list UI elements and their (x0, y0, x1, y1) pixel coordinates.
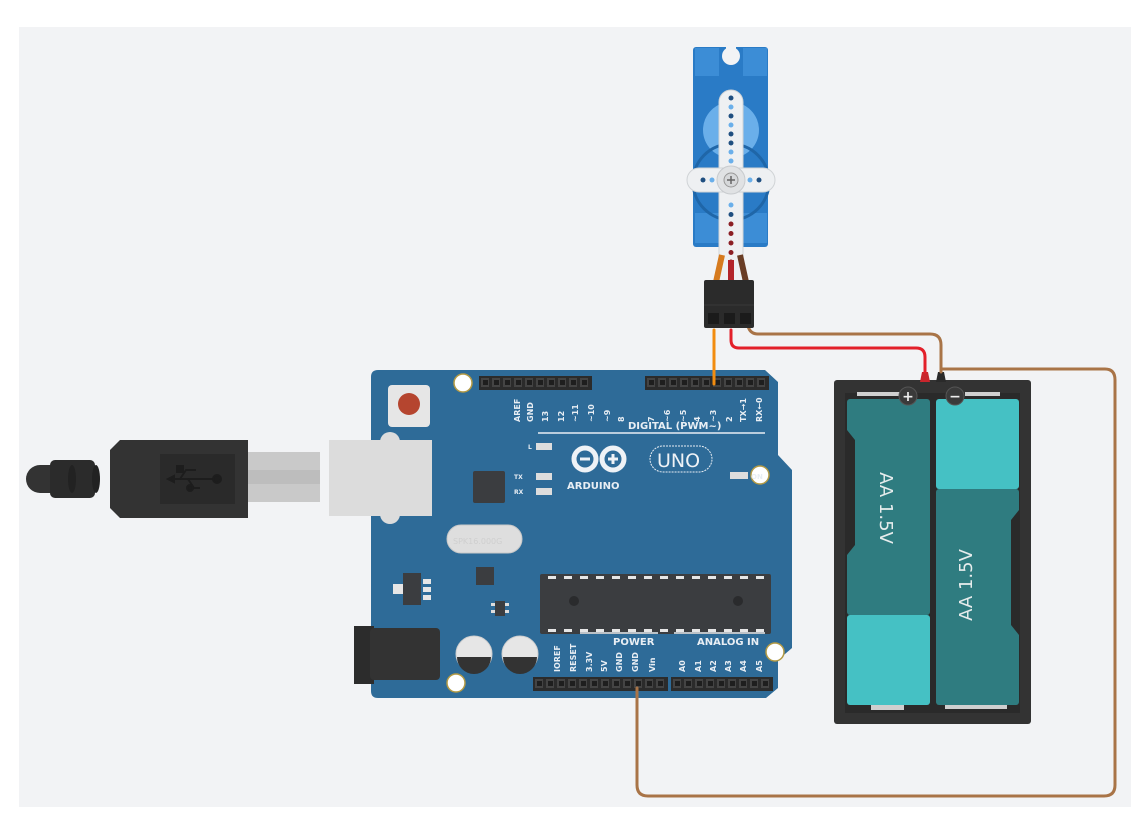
small-chip (476, 567, 494, 585)
uno-model-text: UNO (657, 450, 700, 472)
digital-pin-label: ~6 (663, 409, 672, 422)
digital-pin-label: ~5 (679, 409, 688, 422)
led-on (730, 472, 748, 479)
battery-cell-label: AA 1.5V (956, 548, 977, 620)
digital-pin-label: 2 (725, 416, 734, 422)
digital-pin-label: 8 (617, 416, 626, 422)
digital-pin-label: TX→1 (739, 398, 748, 422)
digital-pin-label: ~9 (603, 409, 612, 422)
minus-icon: − (949, 389, 961, 405)
led-rx (536, 488, 552, 495)
digital-pin-label: RX←0 (755, 397, 764, 422)
power-pin-label: 3.3V (585, 651, 594, 672)
battery-cell (936, 399, 1019, 489)
servo-horn[interactable] (686, 89, 776, 291)
mounting-hole (446, 673, 466, 693)
digital-pin-label: 4 (693, 416, 702, 422)
battery-negative-terminal[interactable] (945, 386, 965, 406)
capacitor (455, 635, 493, 674)
mounting-hole (765, 642, 785, 662)
arduino-brand-text: ARDUINO (567, 481, 619, 492)
usb-interface-chip (473, 471, 505, 503)
led-tx (536, 473, 552, 480)
analog-pin-label: A4 (739, 660, 748, 672)
digital-pin-label: ~11 (571, 404, 580, 422)
power-pin-labels: IOREF RESET 3.3V 5V GND GND Vin (553, 643, 657, 672)
led-l (536, 443, 552, 450)
digital-header-label: DIGITAL (PWM~) (628, 421, 721, 432)
digital-pin-label: ~10 (587, 404, 596, 422)
power-header (533, 677, 668, 691)
wire-servo-ground[interactable] (746, 324, 943, 374)
mounting-hole (453, 373, 473, 393)
analog-pin-label: A2 (709, 660, 718, 672)
digital-pin-label: 7 (647, 416, 656, 422)
uno-badge (649, 445, 713, 473)
wires (635, 324, 1117, 798)
digital-pin-label: 12 (557, 411, 566, 422)
analog-header (671, 677, 773, 691)
led-tx-label: TX (514, 474, 523, 481)
dc-power-jack (354, 626, 374, 684)
analog-pin-label: A1 (694, 660, 703, 672)
capacitor (501, 635, 539, 674)
digital-pin-label: 13 (541, 411, 550, 422)
crystal-oscillator (446, 524, 523, 554)
digital-pin-label: ~3 (709, 410, 718, 422)
analog-in-label: ANALOG IN (697, 637, 759, 648)
led-rx-label: RX (514, 489, 524, 496)
battery-cell (847, 399, 930, 615)
power-pin-label: GND (631, 652, 640, 672)
arduino-infinity-logo (571, 445, 627, 473)
led-on-label: ON (751, 473, 763, 481)
power-pin-label: 5V (600, 659, 609, 672)
analog-pin-label: A0 (678, 660, 687, 672)
battery-positive-terminal[interactable] (898, 386, 918, 406)
power-label: POWER (613, 637, 655, 648)
digital-pin-label: GND (526, 402, 535, 422)
wire-arduino-ground[interactable] (635, 367, 1117, 798)
analog-pin-label: A5 (755, 660, 764, 672)
micro-servo[interactable] (686, 44, 776, 328)
power-pin-label: Vin (648, 657, 657, 672)
led-l-label: L (528, 444, 532, 451)
analog-pin-labels: A0 A1 A2 A3 A4 A5 (678, 660, 764, 672)
digital-pin-labels: AREF GND 13 12 ~11 ~10 ~9 8 7 ~6 ~5 4 ~3 2 TX→1 RX←0 (513, 397, 764, 422)
digital-header (479, 376, 769, 390)
voltage-regulator (403, 573, 421, 605)
analog-pin-label: A3 (724, 660, 733, 672)
circuit-canvas[interactable]: AREF GND 13 12 ~11 ~10 ~9 8 7 ~6 ~5 4 ~3 2 TX→1 RX←0 DI… (19, 27, 1131, 807)
power-pin-label: RESET (569, 643, 578, 672)
battery-pack[interactable]: AA 1.5V AA 1.5V + − (834, 372, 1031, 724)
power-pin-label: GND (615, 652, 624, 672)
power-pin-label: IOREF (553, 645, 562, 672)
atmega-microcontroller (540, 574, 771, 634)
arduino-uno-board[interactable]: AREF GND 13 12 ~11 ~10 ~9 8 7 ~6 ~5 4 ~3 2 TX→1 RX←0 DI… (329, 370, 792, 698)
crystal-label: SPK16.000G (453, 537, 502, 546)
plus-icon: + (902, 389, 914, 405)
usb-symbol-icon (165, 465, 222, 492)
digital-pin-label: AREF (513, 399, 522, 422)
mounting-hole (750, 465, 770, 485)
wire-power[interactable] (729, 328, 927, 374)
battery-cell-label: AA 1.5V (875, 472, 896, 544)
circuit-svg: AREF GND 13 12 ~11 ~10 ~9 8 7 ~6 ~5 4 ~3 2 TX→1 RX←0 DI… (26, 44, 1117, 798)
